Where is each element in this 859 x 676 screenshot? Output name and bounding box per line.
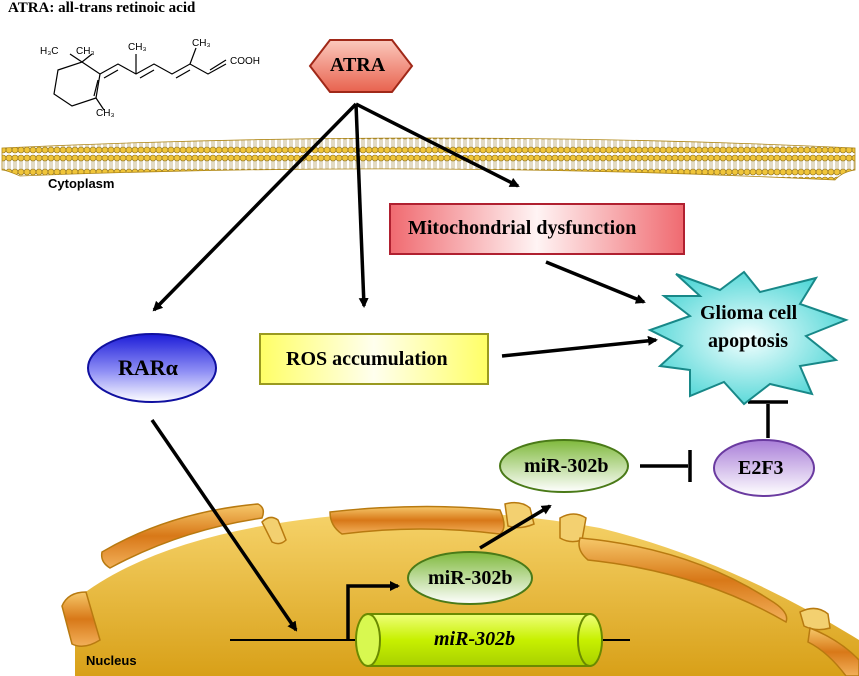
e2f3-label: E2F3 — [738, 457, 784, 479]
mito-label: Mitochondrial dysfunction — [408, 217, 637, 239]
mito-node[interactable] — [389, 203, 685, 255]
e2f3-node[interactable] — [713, 439, 815, 497]
arrow-promoter — [346, 581, 400, 640]
molecule-group-ch3-chain1: CH₃ — [128, 42, 147, 53]
header-title: ATRA: all-trans retinoic acid — [8, 0, 196, 16]
cytoplasm-label: Cytoplasm — [48, 176, 115, 191]
apoptosis-label-line1: Glioma cell — [700, 302, 798, 324]
molecule-group-cooh: COOH — [230, 56, 260, 67]
arrow-rar-to-gene — [150, 419, 298, 632]
arrow-atra-to-ros — [354, 103, 369, 308]
apoptosis-node[interactable] — [647, 270, 849, 406]
molecule-group-ch3-chain2: CH₃ — [192, 38, 211, 49]
atra-label: ATRA — [330, 54, 386, 76]
ros-node[interactable] — [259, 333, 489, 385]
rar-node[interactable] — [87, 333, 217, 403]
arrow-atra-to-mito — [355, 102, 520, 188]
arrow-ros-to-apoptosis — [501, 335, 658, 358]
atra-node[interactable] — [308, 39, 414, 93]
arrow-atra-to-rar — [152, 102, 358, 312]
mir-cyto-node[interactable] — [499, 439, 629, 493]
mir-nuc-node[interactable] — [407, 551, 533, 605]
mir-cyto-label: miR-302b — [524, 455, 609, 477]
gene-node[interactable] — [355, 613, 603, 667]
ros-label: ROS accumulation — [286, 348, 448, 370]
cell-membrane — [1, 137, 856, 181]
gene-label: miR-302b — [434, 628, 516, 650]
arrow-mir-export — [479, 504, 552, 550]
atra-structure — [53, 47, 227, 111]
molecule-group-ch3-ring2: CH₃ — [96, 108, 115, 119]
nucleus-label: Nucleus — [86, 653, 137, 668]
connector-arrows — [150, 102, 788, 641]
molecule-group-h3c: H₃C — [40, 46, 59, 57]
arrow-mito-to-apoptosis — [545, 260, 646, 304]
nuclear-envelope — [61, 501, 859, 676]
molecule-group-ch3-ring: CH₃ — [76, 46, 95, 57]
apoptosis-label-line2: apoptosis — [708, 330, 789, 352]
rar-label: RARα — [118, 355, 178, 380]
mir-nuc-label: miR-302b — [428, 567, 513, 589]
